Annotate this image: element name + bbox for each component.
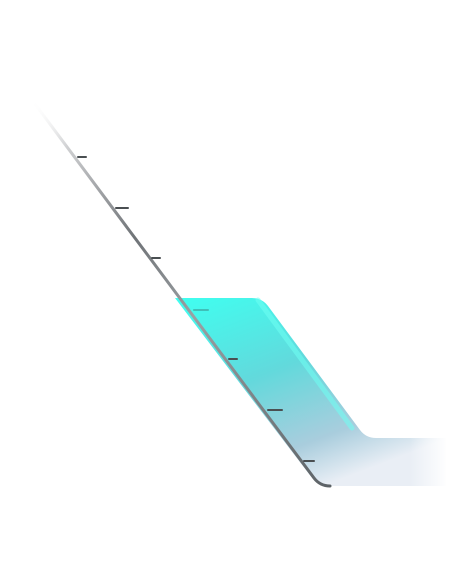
- liquid-highlight: [255, 297, 355, 431]
- vessel-outline: [30, 98, 332, 488]
- liquid-fade: [300, 438, 446, 486]
- measurement-ticks: [77, 156, 315, 462]
